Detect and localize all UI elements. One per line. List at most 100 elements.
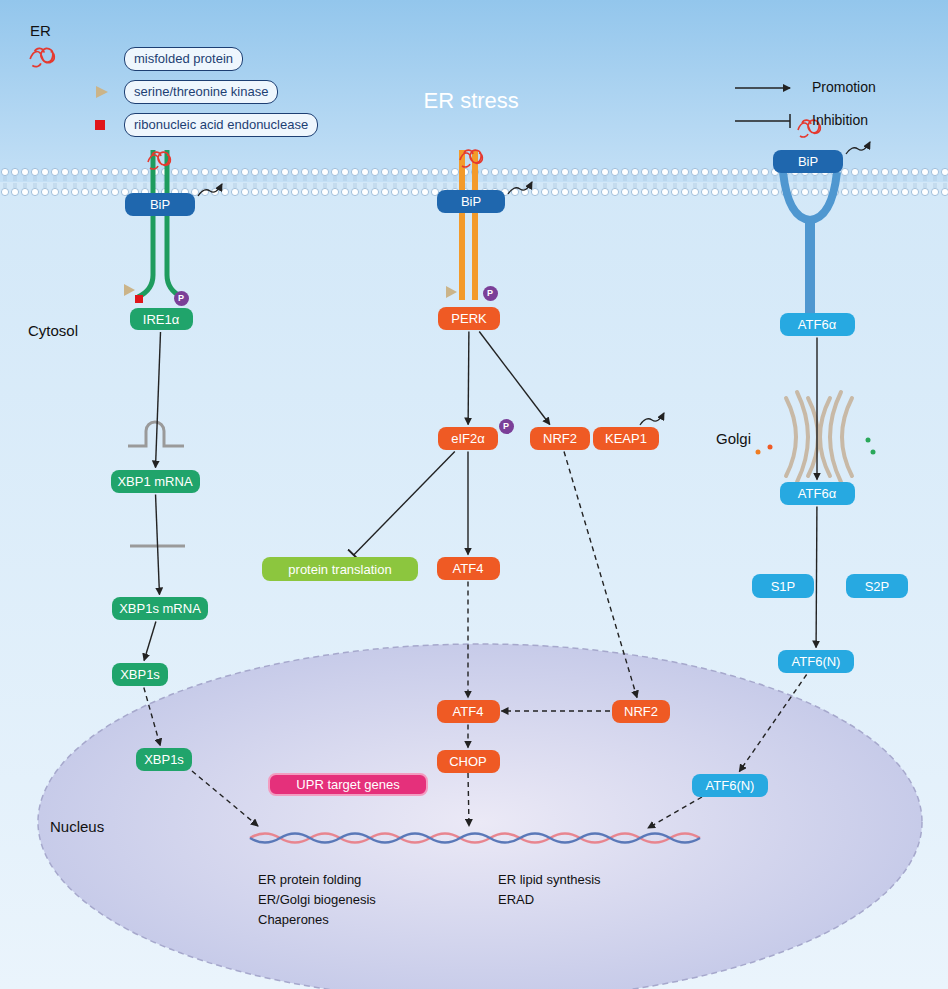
protein-box: ATF6(N): [692, 774, 768, 797]
region-label: Chaperones: [258, 912, 329, 927]
legend-text: Inhibition: [812, 112, 868, 128]
protein-box: CHOP: [437, 750, 500, 773]
region-label: Cytosol: [28, 322, 78, 339]
promotion-connector: [816, 338, 817, 480]
protein-box: NRF2: [530, 427, 590, 450]
protease-box: S1P: [752, 574, 814, 598]
node-text: IRE1α: [143, 312, 179, 327]
region-label: ER/Golgi biogenesis: [258, 892, 376, 907]
dna-arrow: [468, 773, 469, 826]
promotion-connector: [156, 332, 161, 468]
kinase-symbol: [446, 286, 457, 298]
protein-box: ATF6(N): [778, 650, 854, 673]
nucleus-ellipse: [38, 644, 922, 989]
dna-arrow: [648, 797, 702, 828]
vesicle-dot: [768, 445, 773, 450]
promotion-connector: [156, 495, 160, 595]
legend-text: Promotion: [812, 79, 876, 95]
region-label: ER lipid synthesis: [498, 872, 601, 887]
region-label: Golgi: [716, 430, 751, 447]
node-text: ATF6(N): [706, 778, 755, 793]
atf6-receptor: [805, 218, 815, 313]
bip-box: BiP: [773, 150, 843, 173]
node-text: ATF6α: [798, 486, 836, 501]
region-label: Nucleus: [50, 818, 104, 835]
protease-box: S2P: [846, 574, 908, 598]
node-text: ATF6α: [798, 317, 836, 332]
release-arrow: [846, 142, 870, 154]
misfolded-protein-icon: [460, 150, 482, 167]
legend-text: ribonucleic acid endonuclease: [124, 113, 318, 137]
node-text: XBP1s: [144, 752, 184, 767]
perk-receptor: [462, 150, 475, 300]
mrna-box: XBP1s mRNA: [112, 597, 208, 620]
node-text: protein translation: [288, 562, 391, 577]
protein-box: ATF4: [437, 557, 500, 580]
kinase-symbol: [124, 284, 135, 296]
vesicle-dot: [871, 450, 876, 455]
promotion-connector: [739, 675, 806, 772]
promotion-connector: [144, 688, 160, 746]
protein-box: ATF4: [437, 700, 500, 723]
node-text: S2P: [865, 579, 890, 594]
vesicle-dot: [866, 438, 871, 443]
phospho-mark: P: [483, 286, 498, 301]
release-arrow: [198, 184, 222, 196]
region-label: ER protein folding: [258, 872, 361, 887]
dna-strand: [250, 834, 700, 843]
node-text: XBP1 mRNA: [117, 474, 192, 489]
dna-strand: [250, 834, 700, 843]
protein-box: PERK: [438, 307, 500, 330]
node-text: eIF2α: [451, 431, 485, 446]
intron-loop: [128, 422, 184, 446]
promotion-connector: [502, 710, 611, 711]
legend-text: misfolded protein: [124, 47, 243, 71]
process-box: protein translation: [262, 557, 418, 581]
region-label: ERAD: [498, 892, 534, 907]
promotion-connector: [479, 332, 550, 425]
legend-text: serine/threonine kinase: [124, 80, 278, 104]
protein-box: ATF6α: [780, 482, 855, 505]
node-text: ATF6(N): [792, 654, 841, 669]
atf6-receptor: [783, 172, 837, 220]
protein-box: XBP1s: [112, 663, 168, 686]
target-genes-box: UPR target genes: [268, 773, 428, 796]
node-text: NRF2: [624, 704, 658, 719]
kinase-symbol: [96, 86, 108, 98]
inhibition-connector: [354, 452, 455, 556]
promotion-connector: [467, 452, 468, 555]
promotion-sample: [735, 87, 790, 89]
promotion-connector: [467, 725, 468, 748]
diagram-title: ER stress: [424, 88, 519, 114]
misfolded-protein-icon: [30, 48, 54, 66]
dna-arrow: [192, 771, 258, 826]
node-text: UPR target genes: [296, 777, 399, 792]
region-label: ER: [30, 22, 51, 39]
node-text: ATF4: [453, 704, 484, 719]
rnase-symbol: [95, 120, 105, 130]
node-text: ATF4: [453, 561, 484, 576]
protein-box: NRF2: [612, 700, 670, 723]
node-text: XBP1s: [120, 667, 160, 682]
protein-box: ATF6α: [780, 313, 855, 336]
rnase-symbol: [135, 295, 143, 303]
spliced-mrna: [130, 545, 185, 548]
node-text: XBP1s mRNA: [119, 601, 201, 616]
protein-box: eIF2α: [438, 427, 498, 450]
node-text: BiP: [461, 194, 481, 209]
promotion-connector: [815, 507, 817, 648]
node-text: BiP: [798, 154, 818, 169]
release-arrow: [508, 182, 532, 194]
golgi-stack: [786, 392, 852, 482]
promotion-connector: [144, 622, 156, 661]
phospho-mark: P: [499, 419, 514, 434]
node-text: BiP: [150, 197, 170, 212]
node-text: KEAP1: [605, 431, 647, 446]
bip-box: BiP: [125, 193, 195, 216]
node-text: PERK: [451, 311, 486, 326]
bip-box: BiP: [437, 190, 505, 213]
protein-box: KEAP1: [593, 427, 659, 450]
promotion-connector: [467, 582, 468, 698]
release-arrow: [640, 413, 664, 425]
